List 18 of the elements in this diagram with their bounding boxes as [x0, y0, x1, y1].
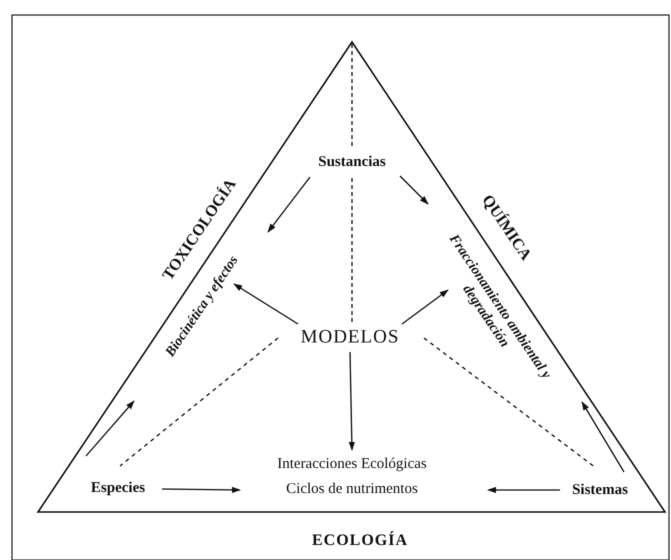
concept-line: Interacciones Ecológicas [277, 455, 427, 474]
concept-text: MODELOS [300, 326, 400, 350]
arrow [581, 401, 625, 472]
concept-text: Especies [90, 479, 146, 497]
arrow [86, 400, 135, 456]
connector-line [424, 337, 596, 469]
connector-line [120, 338, 278, 466]
concept-text: Sistemas [572, 481, 628, 499]
section-label: ECOLOGÍA [312, 532, 408, 550]
arrow [233, 283, 298, 325]
arrow [162, 486, 241, 494]
arrow [487, 486, 560, 494]
arrow [267, 176, 311, 233]
arrow [400, 176, 429, 205]
concept-line: Ciclos de nutrimentos [285, 480, 419, 499]
arrow [348, 352, 356, 451]
arrow [402, 289, 449, 325]
concept-text: Sustancias [318, 153, 386, 171]
